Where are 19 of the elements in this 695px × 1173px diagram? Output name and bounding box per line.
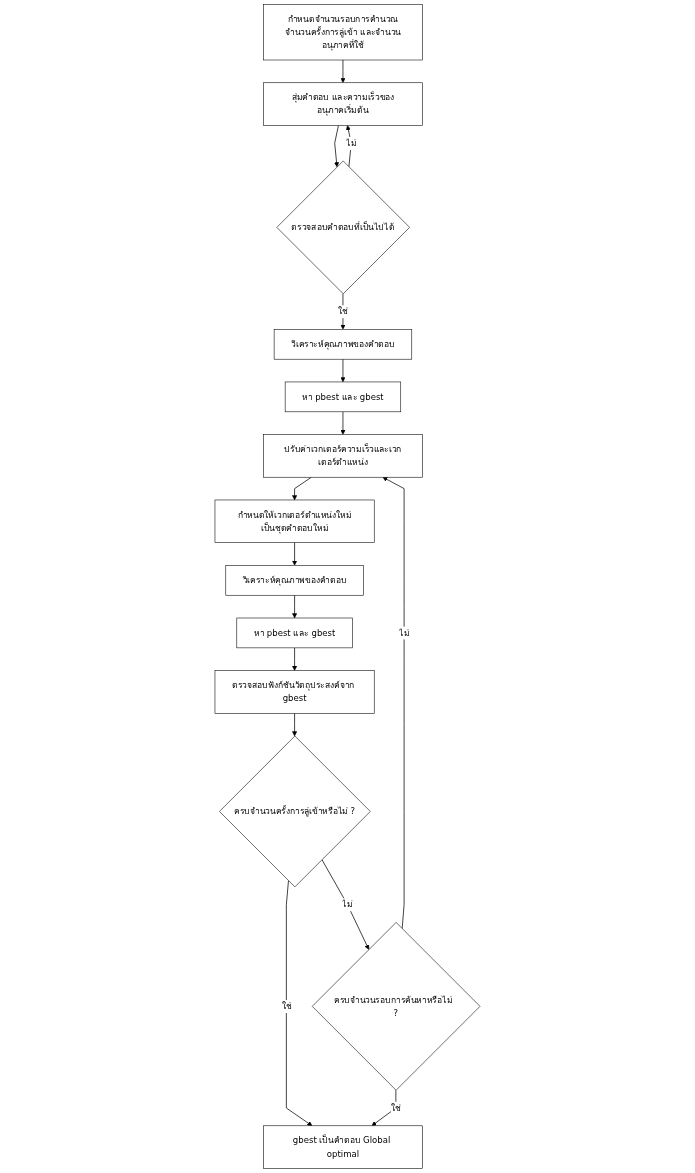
edge-label: ไม่ — [346, 137, 357, 149]
node-diamond: ครบจำนวนรอบการค้นหาหรือไม่ ? — [311, 922, 481, 1091]
edge-label: ใช่ — [281, 1001, 292, 1012]
node-box: สุ่มคำตอบ และความเร็วของอนุภาคเริ่มต้น — [263, 82, 423, 126]
node-box: วิเคราะห์คุณภาพของคำตอบ — [273, 329, 413, 360]
node-box: gbest เป็นคำตอบ Global optimal — [263, 1125, 423, 1169]
edge-label: ใช่ — [391, 1102, 401, 1113]
node-diamond: ครบจำนวนครั้งการลู่เข้าหรือไม่ ? — [219, 735, 371, 888]
edge-label: ไม่ — [342, 899, 353, 910]
node-box: กำหนดจำนวนรอบการคำนวณจำนวนครั้งการลู่เข้า และจำนวนอนุภาคที่ใช้ — [263, 4, 423, 61]
edge-label: ใช่ — [338, 306, 348, 317]
node-diamond: ตรวจสอบคำตอบที่เป็นไปได้ — [276, 160, 410, 295]
node-box: วิเคราะห์คุณภาพของคำตอบ — [225, 565, 364, 596]
node-box: ปรับค่าเวกเตอร์ความเร็วและเวกเตอร์ตำแหน่ง — [263, 434, 423, 478]
node-box: กำหนดให้เวกเตอร์ตำแหน่งใหม่เป็นชุดคำตอบใหม่ — [214, 499, 375, 543]
node-box: หา pbest และ gbest — [284, 381, 402, 413]
node-box: หา pbest และ gbest — [236, 617, 353, 649]
node-box: ตรวจสอบฟังก์ชันวัตถุประสงค์จาก gbest — [214, 670, 375, 714]
edge-label: ไม่ — [398, 627, 410, 638]
